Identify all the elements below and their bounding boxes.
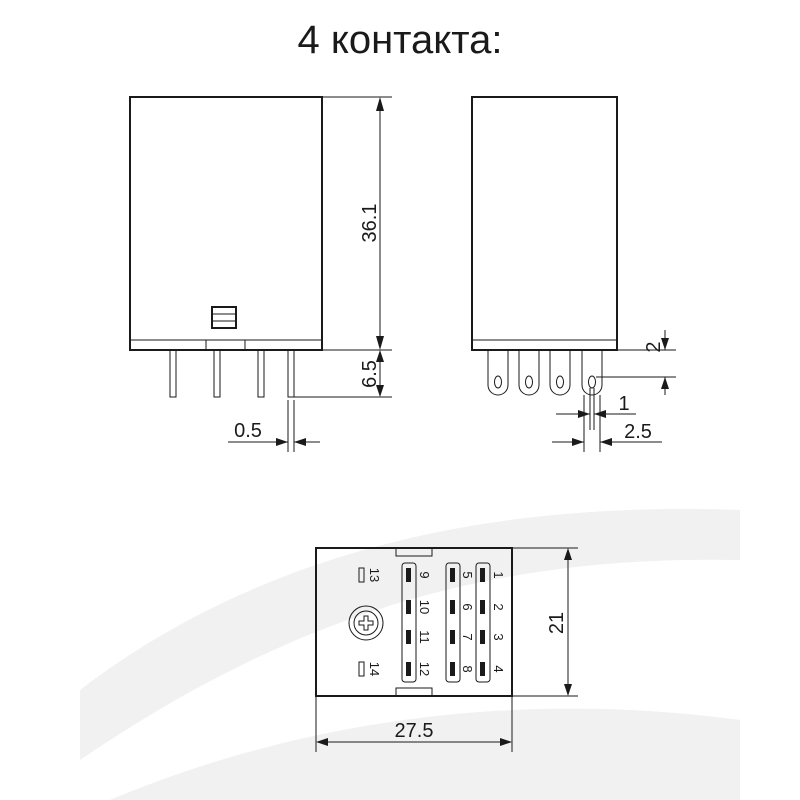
dim-6-5-label: 6.5 — [359, 360, 381, 388]
watermark-swoosh — [80, 508, 740, 800]
front-pins — [169, 349, 295, 398]
terminal-14 — [358, 661, 365, 677]
pin-label-2: 2 — [491, 603, 506, 610]
pin-label-1: 1 — [491, 571, 506, 578]
dim-0-5-label: 0.5 — [234, 420, 262, 442]
side-pins — [487, 350, 603, 396]
indicator-window — [211, 306, 237, 329]
dim-36-1-label: 36.1 — [359, 204, 381, 243]
mounting-screw-icon — [348, 605, 384, 641]
dim-27-5-label: 27.5 — [395, 720, 434, 742]
pin-label-3: 3 — [491, 633, 506, 640]
pin-label-8: 8 — [460, 665, 475, 672]
side-body-outline — [471, 96, 618, 351]
pin-label-14: 14 — [367, 662, 382, 676]
dim-2-label: 2 — [643, 341, 665, 352]
bottom-view: 13 14 9 10 11 12 5 6 7 8 1 2 3 4 — [315, 547, 513, 697]
front-body-outline — [129, 96, 323, 351]
pin-label-7: 7 — [460, 633, 475, 640]
front-view — [129, 96, 323, 398]
dimension-base-height: 21 — [512, 547, 578, 697]
pin-label-4: 4 — [491, 665, 506, 672]
pin-label-5: 5 — [460, 571, 475, 578]
pin-label-12: 12 — [417, 662, 432, 676]
dimension-hole-and-pin-width: 1 2.5 — [552, 388, 662, 452]
dim-2-5-label: 2.5 — [624, 421, 652, 443]
dimension-base-width: 27.5 — [315, 696, 513, 752]
pin-label-11: 11 — [417, 630, 432, 644]
pin-label-9: 9 — [417, 571, 432, 578]
side-view — [471, 96, 618, 396]
dimension-slot-offset: 2 — [596, 330, 676, 395]
page-title: 4 контакта: — [297, 18, 503, 62]
dim-1-label: 1 — [618, 393, 629, 415]
dimension-pin-length: 6.5 — [294, 350, 392, 398]
pin-label-13: 13 — [367, 568, 382, 582]
terminal-13 — [358, 567, 365, 583]
dimension-body-height: 36.1 — [322, 96, 392, 351]
dimension-pin-thickness: 0.5 — [228, 400, 320, 452]
terminal-slots — [406, 568, 485, 676]
dim-21-label: 21 — [546, 612, 568, 634]
pin-label-10: 10 — [417, 600, 432, 614]
pin-label-6: 6 — [460, 603, 475, 610]
